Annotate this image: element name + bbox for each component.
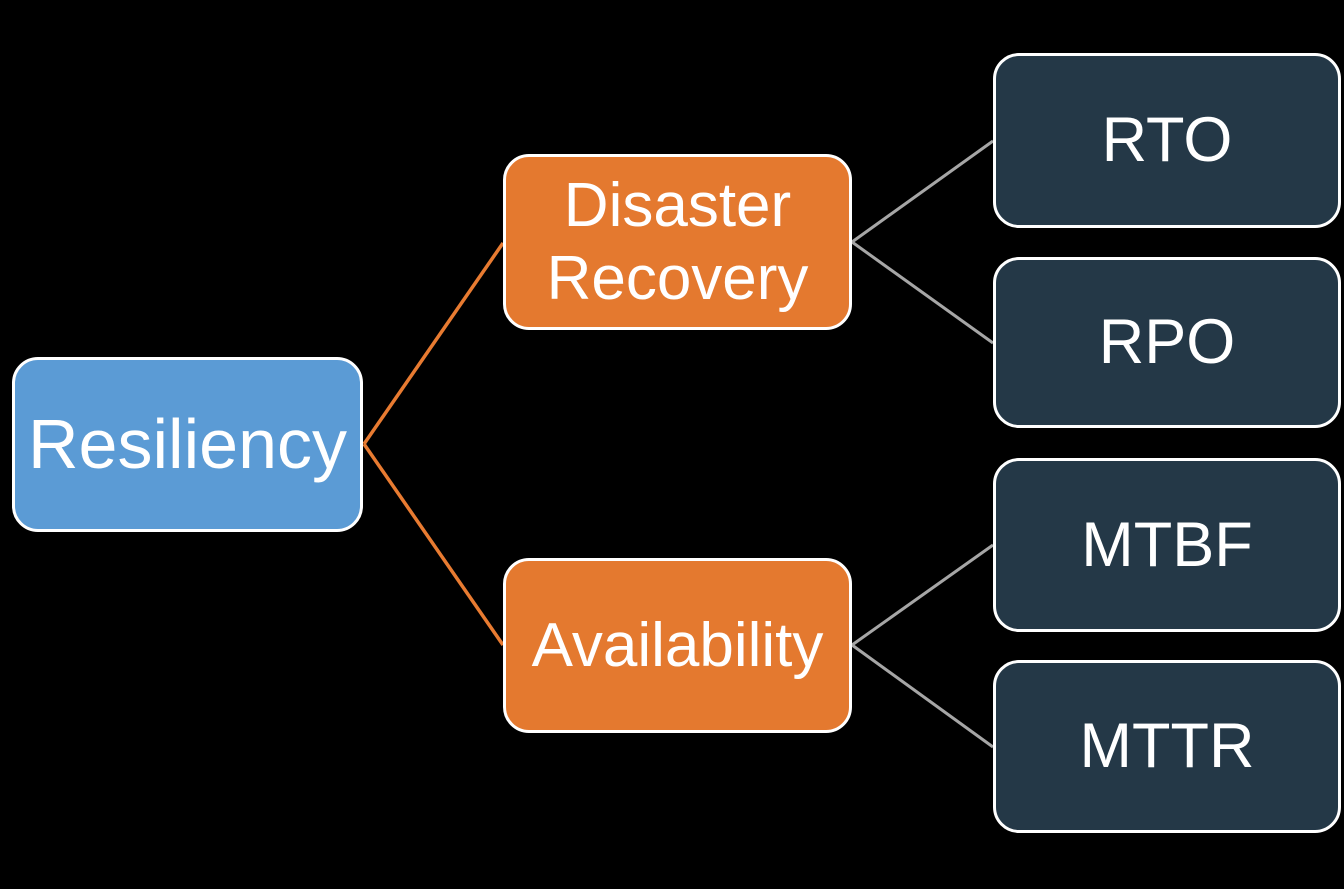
node-rpo: RPO (993, 257, 1341, 428)
connector-availability-to-mttr (851, 643, 994, 749)
node-resiliency: Resiliency (12, 357, 363, 532)
connector-resiliency-to-disaster-recovery (362, 242, 505, 445)
connector-disaster-recovery-to-rpo (851, 240, 994, 345)
node-disaster-recovery: Disaster Recovery (503, 154, 852, 330)
node-availability: Availability (503, 558, 852, 733)
node-mttr: MTTR (993, 660, 1341, 833)
connector-resiliency-to-availability (362, 443, 505, 646)
connector-disaster-recovery-to-rto (851, 139, 994, 244)
connector-availability-to-mtbf (851, 543, 994, 647)
node-rto: RTO (993, 53, 1341, 228)
node-mtbf: MTBF (993, 458, 1341, 632)
